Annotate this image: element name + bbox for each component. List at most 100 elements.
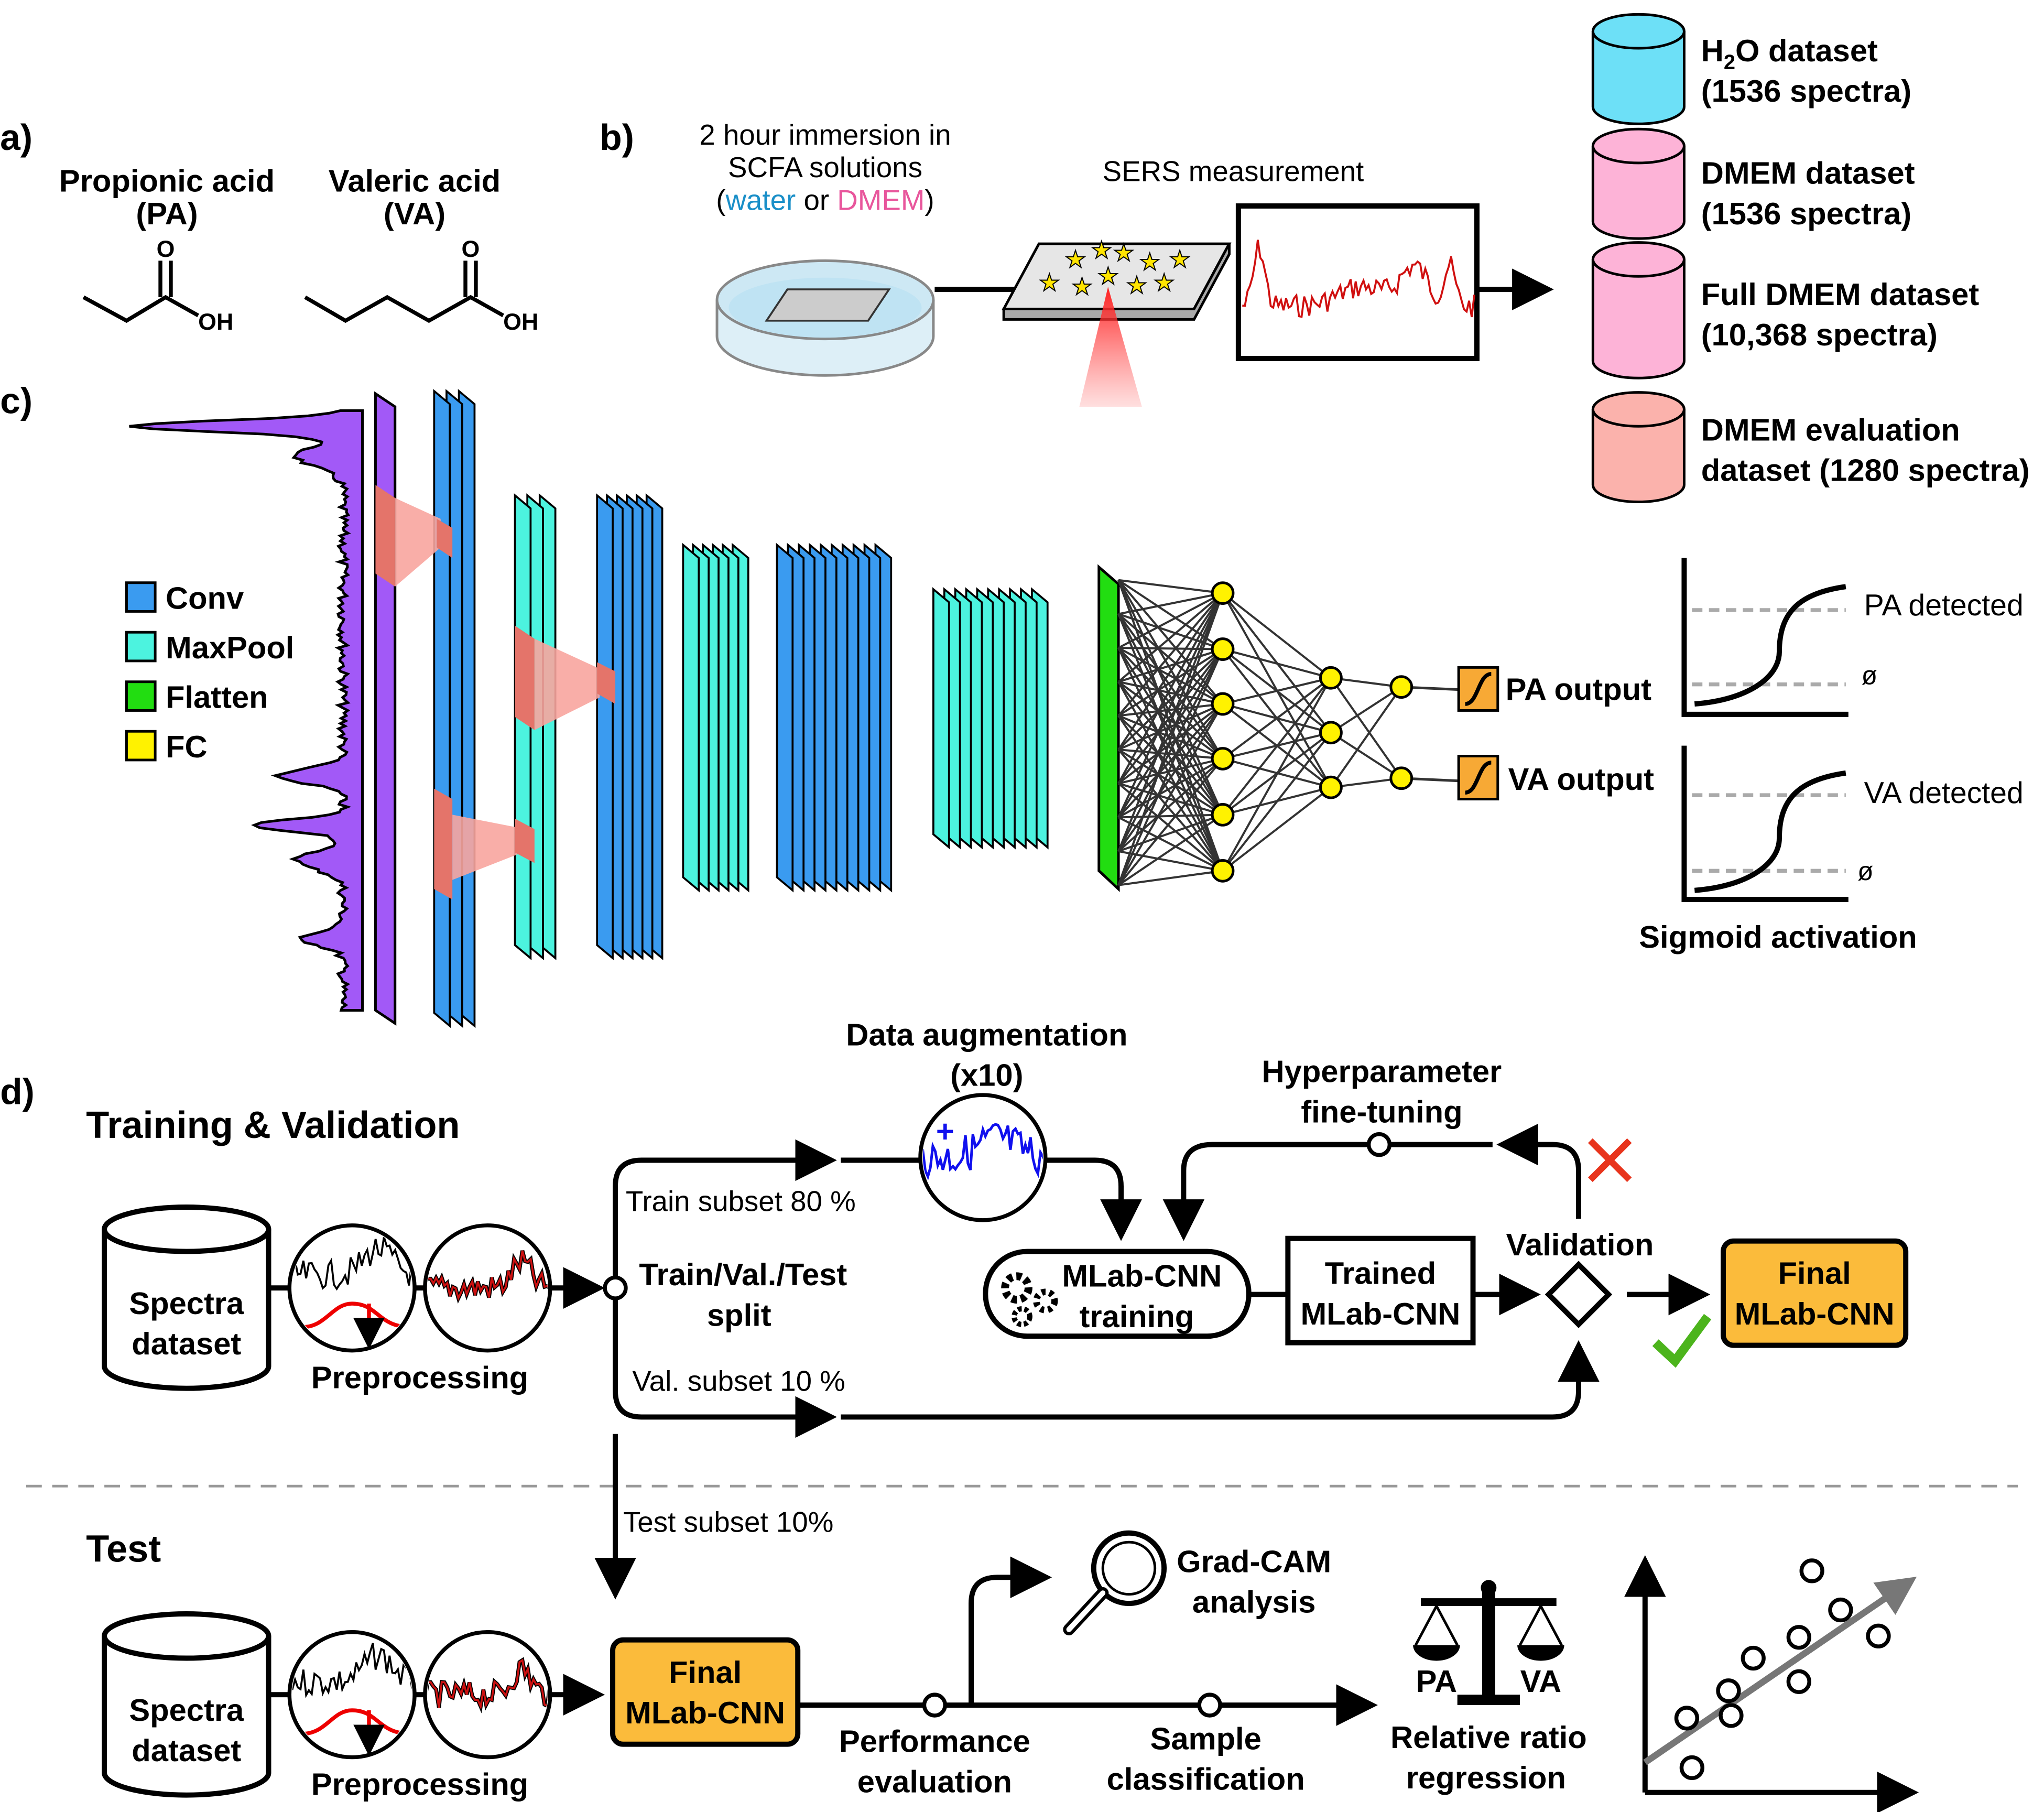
- star-icon: ★: [1154, 270, 1175, 296]
- receptive-field: [375, 485, 395, 587]
- va-oxygen: O: [462, 236, 480, 262]
- spectrum-box: [1235, 203, 1480, 361]
- split-node: [603, 1275, 628, 1300]
- connection: [1117, 592, 1224, 717]
- connection: [1330, 732, 1402, 779]
- gradcam-label-1: Grad-CAM: [1177, 1544, 1331, 1579]
- connection: [1117, 648, 1224, 886]
- connection: [1331, 777, 1401, 789]
- preprocessing-label: Preprocessing: [311, 1360, 529, 1395]
- performance-label-1: Performance: [839, 1724, 1030, 1759]
- raw-spectrum-icon: [287, 1223, 417, 1353]
- training-box-label-1: MLab-CNN: [1062, 1258, 1222, 1294]
- scale-pa: PA: [1416, 1664, 1457, 1699]
- va-output-label: VA output: [1508, 762, 1654, 797]
- panel-label-d: d): [0, 1071, 35, 1112]
- connection: [1222, 648, 1331, 679]
- split-label-1: Train/Val./Test: [639, 1257, 847, 1292]
- connection: [1117, 648, 1224, 784]
- connection: [1222, 786, 1332, 872]
- feature-map: [596, 493, 614, 960]
- scatter-point: [1786, 1669, 1811, 1694]
- dataset-count: (10,368 spectra): [1701, 317, 1938, 352]
- legend-swatch: [125, 680, 157, 712]
- connection: [1118, 870, 1223, 886]
- connection: [1118, 648, 1223, 683]
- neuron: [1211, 803, 1235, 827]
- pa-name: Propionic acid: [59, 164, 275, 199]
- connection: [1330, 686, 1402, 788]
- gradcam-label-2: analysis: [1192, 1584, 1316, 1619]
- dataset-label-2: dataset: [132, 1326, 241, 1361]
- validation-label: Validation: [1506, 1227, 1654, 1262]
- sers-spectrum: [1242, 240, 1475, 318]
- panel-label-b: b): [600, 117, 634, 158]
- dataset-2: Full DMEM dataset (10,368 spectra): [1591, 241, 1980, 379]
- dataset-count: (1536 spectra): [1701, 196, 1911, 231]
- connection: [1117, 648, 1224, 818]
- connection: [1117, 592, 1224, 852]
- legend-label: Conv: [166, 580, 244, 615]
- connection: [1117, 703, 1224, 818]
- final-model-box: [1721, 1238, 1909, 1348]
- va-output: VA output: [1457, 755, 1654, 801]
- scatter-point: [1786, 1625, 1811, 1650]
- legend-label: MaxPool: [166, 630, 294, 665]
- trained-label-2: MLab-CNN: [1300, 1296, 1460, 1331]
- connection: [1222, 677, 1332, 816]
- feature-map: [682, 542, 700, 893]
- connection: [1118, 703, 1223, 717]
- neuron: [1319, 666, 1343, 690]
- dataset-label-2: dataset: [132, 1733, 241, 1768]
- neuron: [1211, 747, 1235, 771]
- database-icon: [1591, 259, 1686, 379]
- connection: [1222, 677, 1332, 760]
- feature-map: [776, 542, 794, 893]
- scatter-point: [1828, 1597, 1853, 1623]
- classification-label-1: Sample: [1150, 1721, 1262, 1756]
- scatter-point: [1679, 1755, 1704, 1781]
- neuron: [1389, 675, 1414, 699]
- dataset-0: H2O dataset(1536 spectra): [1591, 13, 1911, 125]
- scatter-point: [1674, 1706, 1700, 1731]
- panel-label-a: a): [0, 117, 32, 158]
- star-icon: ★: [1097, 263, 1118, 289]
- legend-swatch: [125, 581, 157, 613]
- connection: [1118, 647, 1223, 705]
- immersion-media: (water or DMEM): [716, 183, 934, 216]
- conv-stack: [776, 542, 893, 893]
- dataset-name: Full DMEM dataset: [1701, 277, 1980, 312]
- legend-item-maxpool: MaxPool: [125, 630, 294, 665]
- connection: [1117, 758, 1224, 886]
- neuron: [1319, 775, 1343, 799]
- connection: [1117, 703, 1224, 852]
- connection: [1117, 703, 1224, 886]
- final-label-2: MLab-CNN: [1735, 1296, 1895, 1331]
- legend-item-conv: Conv: [125, 580, 244, 615]
- raw-spectrum-icon: [287, 1630, 417, 1760]
- processed-spectrum-icon: [423, 1630, 552, 1760]
- connection: [1117, 648, 1224, 852]
- star-icon: ★: [1126, 273, 1147, 299]
- connection: [1118, 592, 1223, 649]
- baseline-curve: [302, 1708, 411, 1736]
- classification-label-2: classification: [1107, 1762, 1305, 1797]
- sigmoid-icon: [1464, 672, 1492, 706]
- immersion-line1: 2 hour immersion in: [699, 118, 951, 151]
- connection: [1117, 703, 1224, 785]
- sers-label: SERS measurement: [1103, 155, 1364, 188]
- regression-label-2: regression: [1406, 1760, 1566, 1795]
- water-label: water: [725, 183, 796, 216]
- connection: [1117, 592, 1224, 886]
- train-subset-label: Train subset 80 %: [626, 1185, 856, 1217]
- dmem-label: DMEM: [837, 183, 925, 216]
- regression-plot-icon: [1624, 1555, 1919, 1812]
- legend-label: Flatten: [166, 679, 268, 714]
- feature-map: [932, 587, 950, 850]
- connection: [1117, 648, 1224, 717]
- immersion-line2: SCFA solutions: [728, 151, 922, 183]
- sers-substrate-icon: ★★★★★★★★★★: [1002, 236, 1232, 407]
- pa-hydroxyl: OH: [198, 309, 233, 335]
